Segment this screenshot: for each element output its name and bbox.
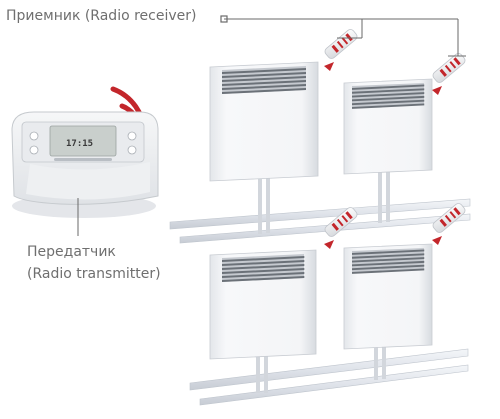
thermostat-transmitter: 17:15 <box>11 111 159 218</box>
heater-top-left <box>209 61 319 234</box>
leader-line-start-marker <box>220 15 228 23</box>
radio-receiver-icon <box>322 27 360 71</box>
radio-transmitter-label-english: (Radio transmitter) <box>27 266 161 282</box>
pipes-upper <box>169 198 471 244</box>
radio-receiver-icon <box>430 201 468 245</box>
radio-transmitter-label-russian: Передатчик <box>27 244 116 260</box>
heater-bottom-left <box>209 249 317 393</box>
radio-receiver-label: Приемник (Radio receiver) <box>6 8 197 24</box>
heater-bottom-right <box>343 243 433 380</box>
receiver-leader-lines <box>224 18 466 57</box>
radio-receiver-icon <box>430 51 468 95</box>
thermostat-display-time: 17:15 <box>66 139 93 149</box>
heater-top-right <box>343 78 433 223</box>
radio-receiver-icon <box>322 205 360 249</box>
